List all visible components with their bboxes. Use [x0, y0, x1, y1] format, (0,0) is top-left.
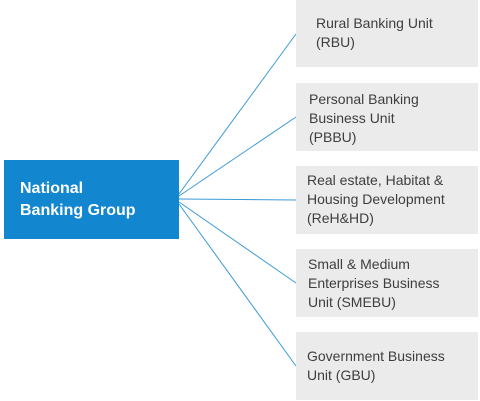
unit-box-pbbu: Personal Banking Business Unit (PBBU): [296, 83, 478, 151]
unit-label-line: Personal Banking: [309, 91, 419, 107]
connector-rehhd: [178, 198, 297, 201]
root-label-line-1: National: [20, 180, 84, 197]
unit-label-line: Unit (SMEBU): [308, 294, 396, 310]
unit-label-line: Small & Medium: [308, 256, 410, 272]
unit-label-line: Unit (GBU): [307, 367, 376, 383]
unit-label-line: Housing Development: [307, 191, 445, 207]
unit-box-gbu: Government Business Unit (GBU): [296, 332, 478, 400]
connector-pbbu: [178, 116, 297, 197]
unit-label-line: Government Business: [307, 348, 445, 364]
connector-smebu: [178, 201, 297, 284]
unit-label-line: Rural Banking Unit: [316, 15, 433, 31]
unit-label-line: Enterprises Business: [308, 275, 440, 291]
unit-label-line: (PBBU): [309, 129, 357, 145]
national-banking-group-box: National Banking Group: [4, 160, 179, 239]
unit-box-rbu: Rural Banking Unit (RBU): [296, 0, 478, 67]
unit-box-smebu: Small & Medium Enterprises Business Unit…: [296, 249, 478, 317]
connector-rbu: [178, 33, 297, 195]
unit-label-line: (ReH&HD): [307, 210, 374, 226]
unit-label-line: (RBU): [316, 34, 355, 50]
root-label-line-2: Banking Group: [20, 202, 136, 219]
connector-gbu: [178, 203, 297, 367]
unit-box-rehhd: Real estate, Habitat & Housing Developme…: [296, 166, 478, 234]
unit-label-line: Real estate, Habitat &: [307, 172, 444, 188]
unit-label-line: Business Unit: [309, 110, 395, 126]
